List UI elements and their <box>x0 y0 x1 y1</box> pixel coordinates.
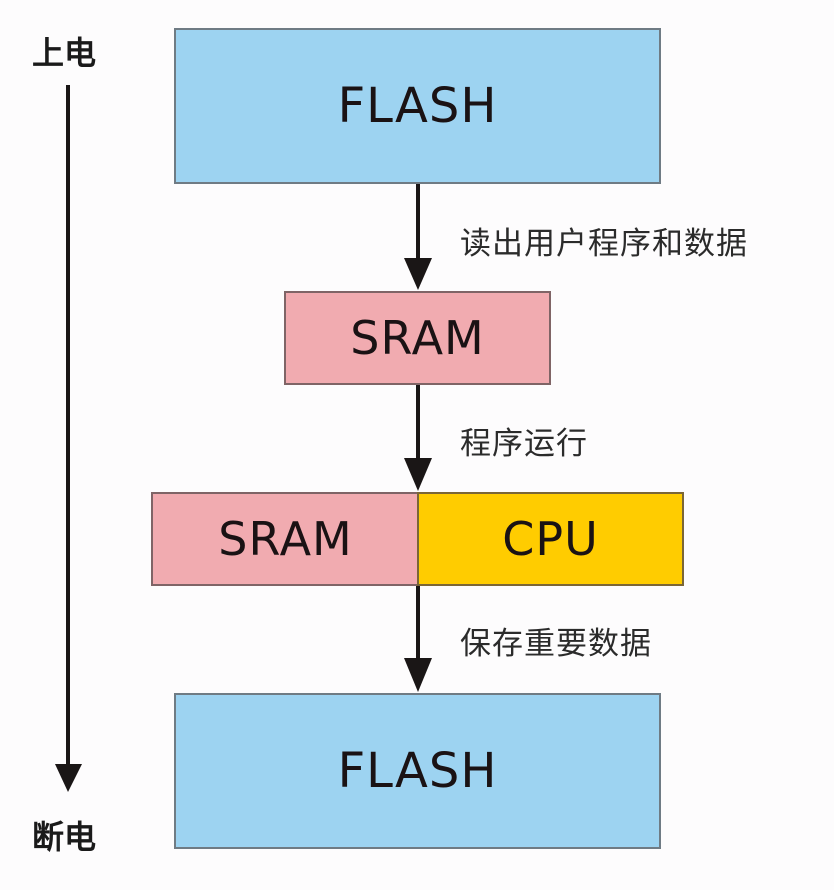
flash-bottom-box: FLASH <box>174 693 661 849</box>
flash-top-label: FLASH <box>337 78 498 134</box>
arrow-sram-to-running <box>404 384 432 491</box>
flash-bottom-label: FLASH <box>337 743 498 799</box>
arrow-flash-to-sram <box>404 183 432 290</box>
edge-label-save-data: 保存重要数据 <box>460 626 652 662</box>
sram-label: SRAM <box>350 311 485 365</box>
sram-running-box: SRAM <box>151 492 419 586</box>
edge-label-read-program: 读出用户程序和数据 <box>460 226 748 262</box>
sram-running-label: SRAM <box>218 512 353 566</box>
arrow-running-to-flash <box>404 585 432 692</box>
sram-box: SRAM <box>284 291 551 385</box>
power-on-label: 上电 <box>32 34 97 72</box>
flash-top-box: FLASH <box>174 28 661 184</box>
edge-label-program-run: 程序运行 <box>460 426 588 462</box>
power-off-label: 断电 <box>32 818 97 856</box>
cpu-box: CPU <box>417 492 684 586</box>
timeline-arrow <box>55 85 82 792</box>
cpu-label: CPU <box>502 512 599 566</box>
